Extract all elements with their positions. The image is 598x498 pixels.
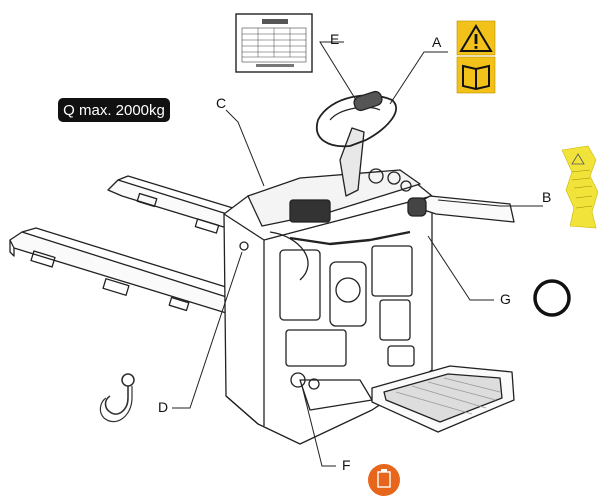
leader-line-f <box>301 385 336 467</box>
leader-lines <box>172 41 543 467</box>
read-manual-book-icon <box>456 56 496 94</box>
leader-line-c <box>225 109 265 187</box>
warning-triangle-icon <box>456 20 496 56</box>
leader-line-b <box>437 199 543 207</box>
ring-marker-icon <box>533 279 571 317</box>
pallet-truck-drawing <box>9 90 515 445</box>
capacity-badge: Q max. 2000kg <box>58 98 170 122</box>
leader-line-e <box>319 41 357 101</box>
callout-label-g: G <box>500 291 511 307</box>
lifting-hook-icon <box>99 373 135 423</box>
callout-label-e: E <box>330 31 339 47</box>
nameplate-icon <box>235 13 313 73</box>
leader-line-d <box>172 251 243 409</box>
yellow-warning-label-icon <box>561 145 598 229</box>
capacity-text: Q max. 2000kg <box>63 102 165 119</box>
callout-label-b: B <box>542 189 551 205</box>
leader-line-g <box>427 235 494 301</box>
callout-label-c: C <box>216 95 226 111</box>
leader-line-a <box>389 51 448 105</box>
callout-label-f: F <box>342 457 351 473</box>
callout-label-d: D <box>158 399 168 415</box>
callout-label-a: A <box>432 34 442 50</box>
battery-icon <box>368 464 400 496</box>
